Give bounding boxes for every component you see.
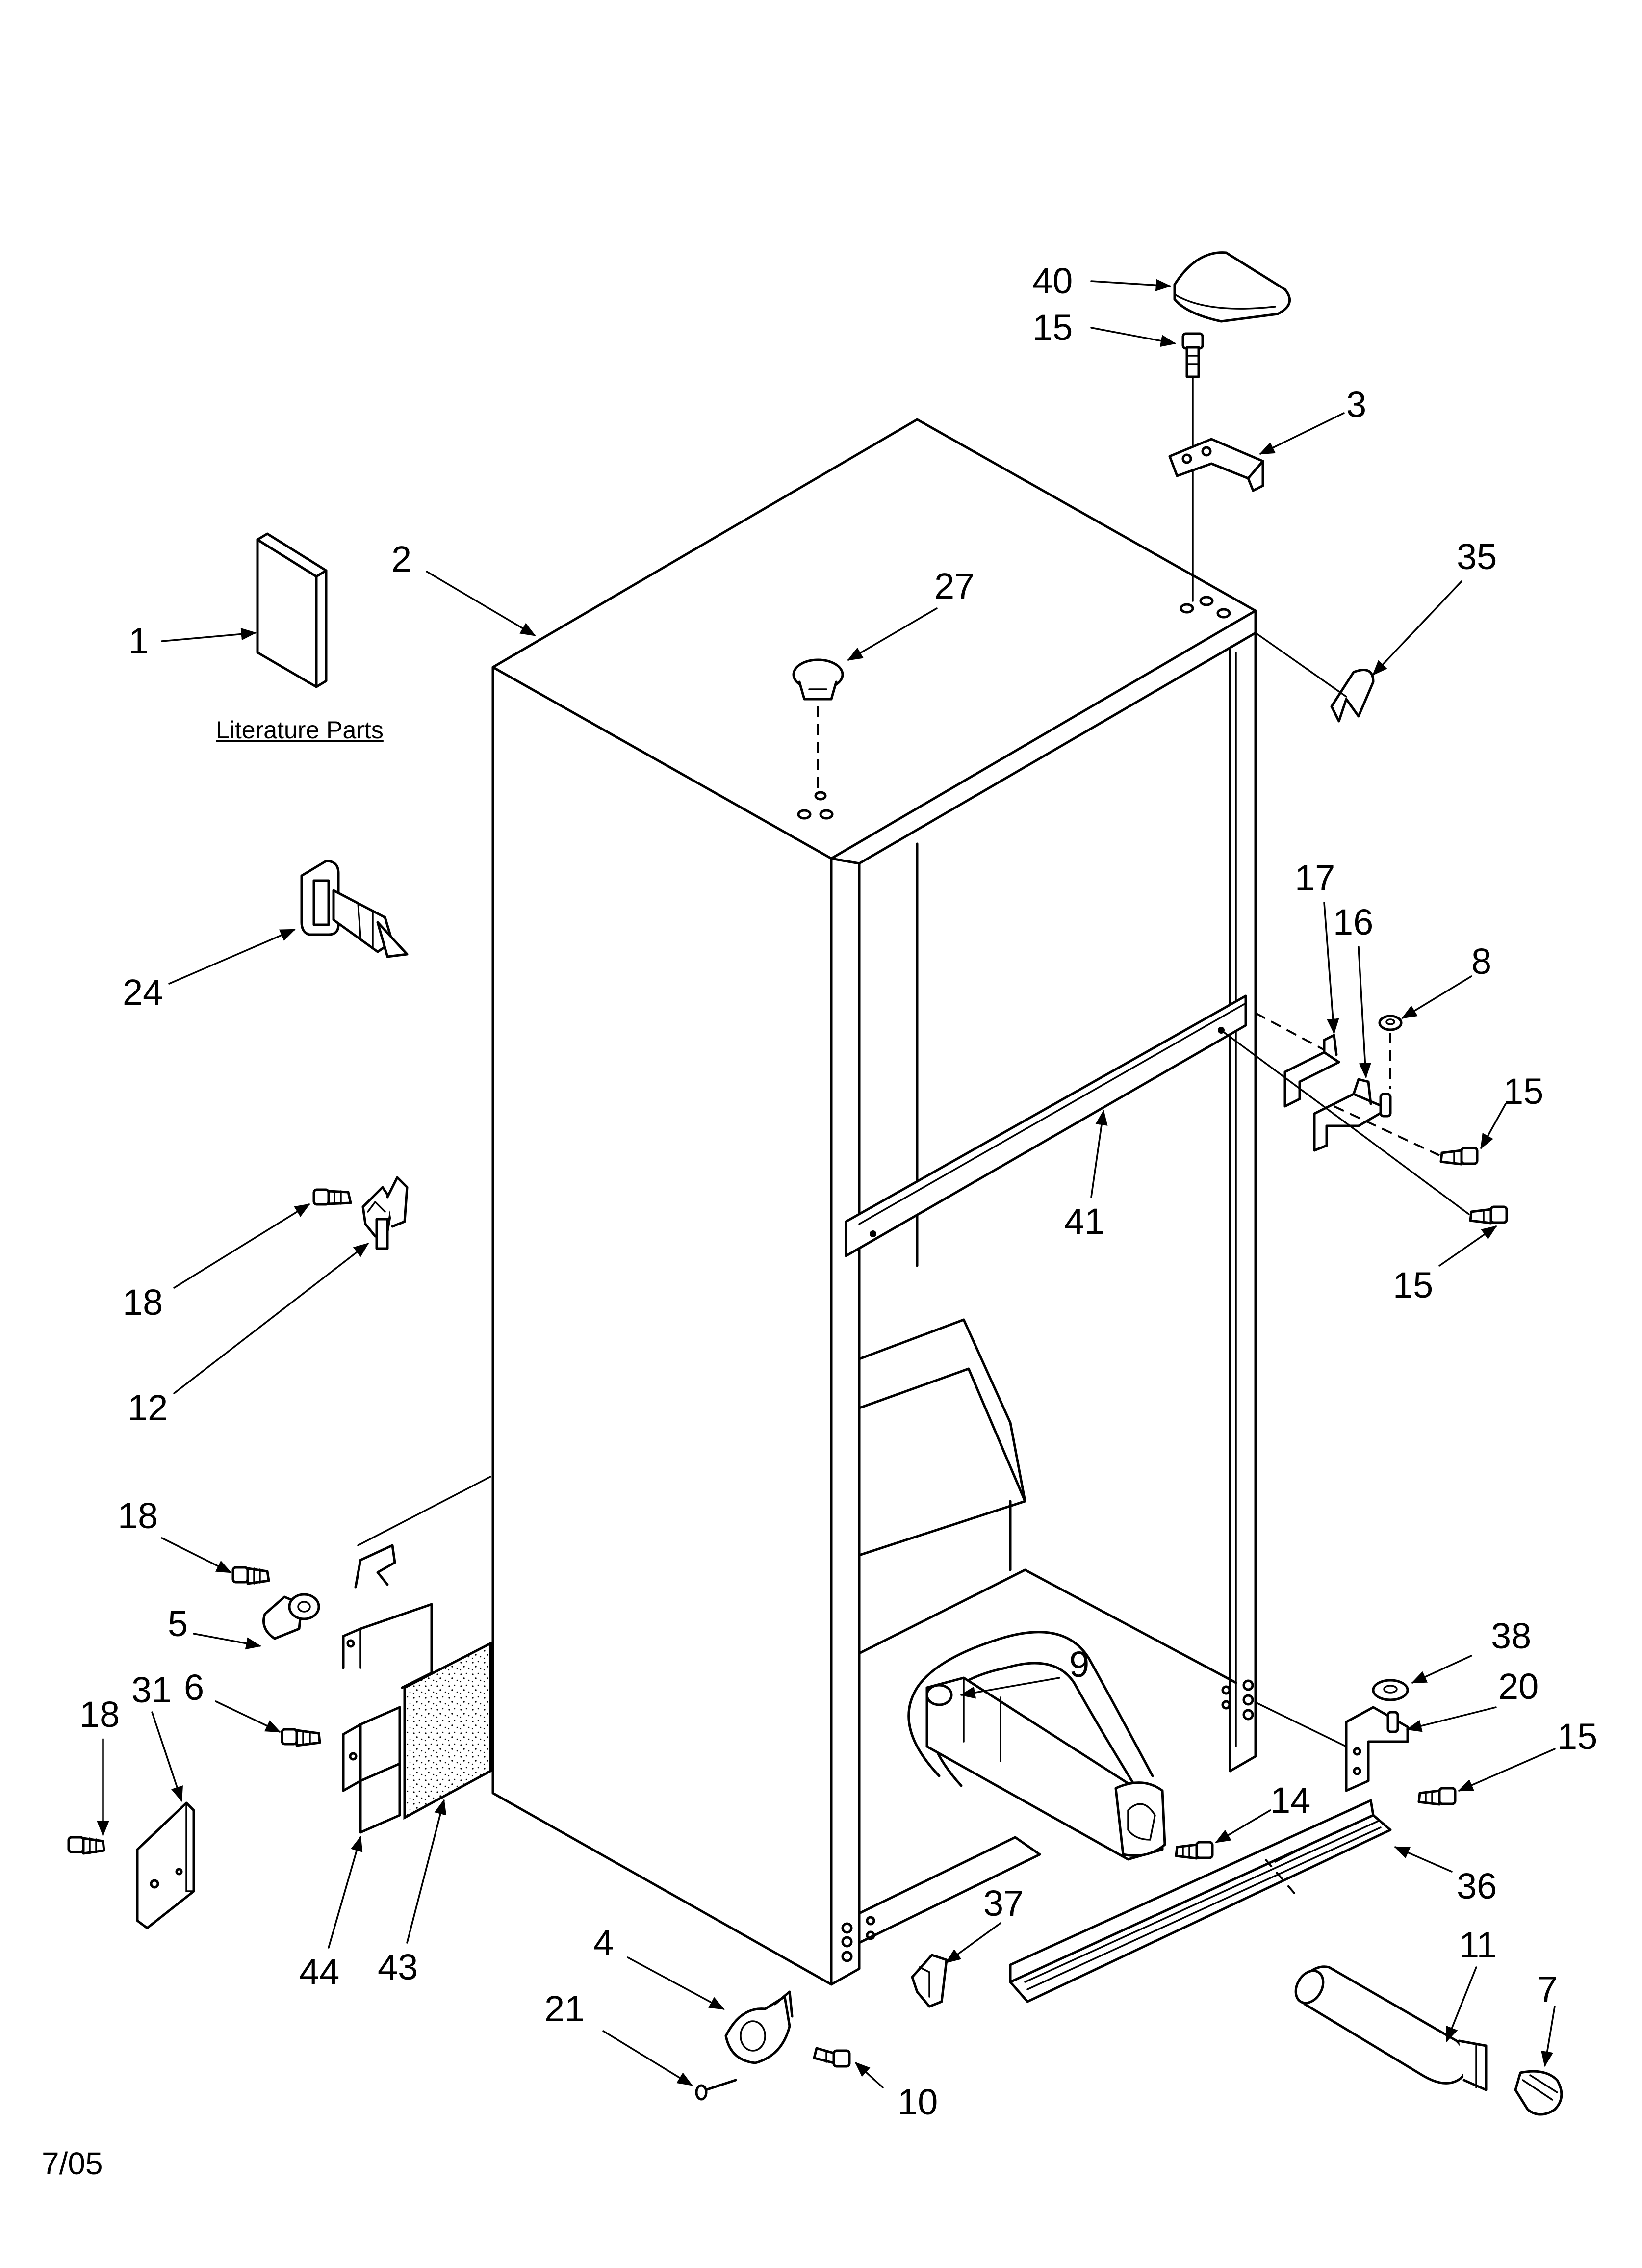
screw-6 xyxy=(281,1728,321,1747)
toe-grille xyxy=(1009,1799,1392,2003)
callout-15: 15 xyxy=(1032,307,1073,348)
insulation-pad xyxy=(403,1641,492,1820)
callout-15: 15 xyxy=(1557,1716,1597,1757)
access-cover xyxy=(136,1801,195,1929)
hinge-washer xyxy=(1372,1679,1409,1701)
lower-bracket xyxy=(342,1706,401,1834)
top-hinge xyxy=(1168,438,1264,492)
callout-1: 1 xyxy=(128,621,149,661)
date-code: 7/05 xyxy=(42,2146,103,2181)
callout-5: 5 xyxy=(168,1603,188,1644)
divider-rail xyxy=(845,994,1247,1257)
screw-14 xyxy=(1175,1841,1214,1860)
callout-10: 10 xyxy=(898,2082,938,2122)
callout-18: 18 xyxy=(123,1282,163,1323)
callout-43: 43 xyxy=(378,1947,418,1987)
callout-9: 9 xyxy=(1069,1644,1089,1685)
screw-bottom-hinge xyxy=(1417,1787,1457,1806)
door-hinge-bracket xyxy=(361,1176,409,1250)
screw-10 xyxy=(813,2047,851,2068)
callout-11: 11 xyxy=(1459,1925,1497,1965)
callout-7: 7 xyxy=(1538,1969,1558,2009)
filter-cap xyxy=(1514,2070,1563,2116)
screw-mid-left xyxy=(231,1566,270,1585)
callout-31: 31 xyxy=(131,1669,172,1710)
callout-27: 27 xyxy=(934,566,975,606)
callout-16: 16 xyxy=(1333,902,1373,942)
callout-44: 44 xyxy=(299,1952,339,1992)
callout-17: 17 xyxy=(1295,858,1335,898)
leader-lines xyxy=(97,279,1556,2088)
callout-36: 36 xyxy=(1457,1866,1497,1906)
callout-2: 2 xyxy=(391,539,411,579)
plug-button xyxy=(792,658,844,795)
screw-top-hinge xyxy=(1181,332,1204,602)
callout-18: 18 xyxy=(118,1495,158,1536)
callout-15: 15 xyxy=(1503,1071,1543,1112)
callout-6: 6 xyxy=(184,1667,204,1708)
callout-21: 21 xyxy=(544,1988,585,2029)
literature-parts-label: Literature Parts xyxy=(216,716,384,744)
screw-mid-hinge-lower xyxy=(1220,1029,1508,1225)
pin-21 xyxy=(695,2079,737,2101)
callout-41: 41 xyxy=(1064,1201,1104,1242)
callout-40: 40 xyxy=(1032,261,1073,301)
mid-hinge xyxy=(1313,1078,1392,1152)
callout-3: 3 xyxy=(1346,384,1366,425)
callout-24: 24 xyxy=(123,972,163,1013)
hinge-cover-top xyxy=(1173,251,1291,323)
cabinet xyxy=(357,418,1257,1986)
callout-labels: 40 15 3 2 27 35 1 17 16 8 24 15 41 15 18… xyxy=(42,261,1597,2181)
callout-8: 8 xyxy=(1471,941,1491,982)
callout-20: 20 xyxy=(1498,1666,1539,1707)
callout-15: 15 xyxy=(1393,1265,1433,1305)
screw-lower-left xyxy=(67,1836,105,1855)
roller-assembly xyxy=(724,1990,794,2064)
hinge-washer-mid xyxy=(1378,1015,1403,1089)
literature-book xyxy=(256,532,328,688)
callout-18: 18 xyxy=(79,1694,120,1735)
callout-4: 4 xyxy=(593,1922,614,1963)
water-filter-housing xyxy=(907,1631,1166,1861)
screw-bracket-upper xyxy=(312,1188,352,1206)
door-stop-pin xyxy=(300,860,409,958)
bottom-hinge xyxy=(1255,1701,1409,1792)
callout-14: 14 xyxy=(1270,1780,1310,1821)
callout-37: 37 xyxy=(983,1883,1024,1924)
callout-38: 38 xyxy=(1491,1616,1531,1656)
wire-clip xyxy=(911,1954,948,2008)
cable-clamp xyxy=(262,1593,320,1640)
callout-35: 35 xyxy=(1457,536,1497,577)
mounting-bracket-upper xyxy=(342,1544,433,1689)
callout-12: 12 xyxy=(128,1387,168,1428)
screw-mid-hinge-upper xyxy=(1334,1105,1479,1166)
side-hinge-cover xyxy=(1255,632,1375,723)
water-filter-cartridge xyxy=(1294,1965,1488,2091)
mid-hinge-bracket xyxy=(1255,1012,1340,1108)
